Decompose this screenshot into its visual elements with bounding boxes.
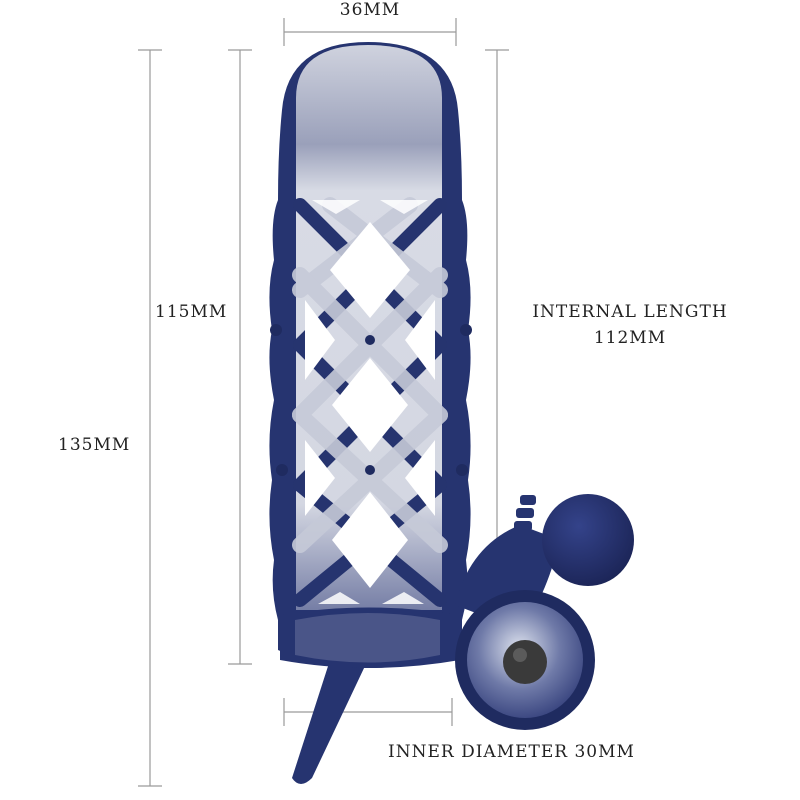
internal-length-label: INTERNAL LENGTH <box>532 302 728 322</box>
internal-length-value: 112MM <box>593 328 667 348</box>
top-width-label: 36MM <box>339 0 401 20</box>
total-length-label: 135MM <box>58 435 131 455</box>
bullet-button-icon <box>503 640 547 684</box>
cage-length-label: 115MM <box>155 302 228 322</box>
tail-strap <box>292 660 365 784</box>
vibrator-bullet <box>455 494 634 730</box>
inner-diameter-label: INNER DIAMETER 30MM <box>388 742 635 762</box>
vibrator-ball <box>542 494 634 586</box>
product-illustration <box>269 42 634 784</box>
